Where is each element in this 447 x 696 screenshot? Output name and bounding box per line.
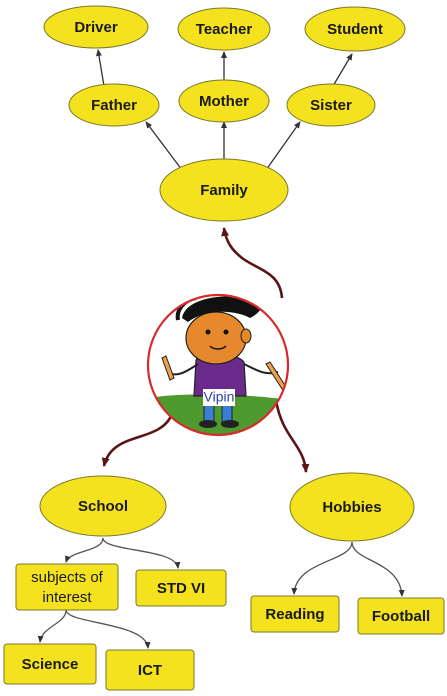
node-shape bbox=[135, 569, 227, 607]
node-shape bbox=[159, 158, 289, 222]
center-label: Vipin bbox=[204, 389, 235, 405]
node-label: Driver bbox=[74, 19, 118, 36]
node-shape bbox=[43, 5, 149, 49]
family-edges bbox=[96, 49, 353, 171]
edge-sister-student bbox=[332, 53, 353, 87]
center-node-ring bbox=[146, 293, 290, 437]
node-label: Mother bbox=[199, 93, 249, 110]
node-shape bbox=[178, 79, 270, 123]
edge-family-sister bbox=[265, 121, 301, 171]
node-label: Family bbox=[200, 182, 248, 199]
node-label: Science bbox=[22, 656, 79, 673]
center-label-box bbox=[203, 389, 235, 406]
node-shape bbox=[39, 475, 167, 537]
node-driver[interactable]: Driver bbox=[43, 5, 149, 49]
edge-school-std bbox=[102, 537, 181, 569]
node-label: Reading bbox=[265, 606, 324, 623]
node-student[interactable]: Student bbox=[304, 6, 406, 52]
node-label: School bbox=[78, 498, 128, 515]
branch-edges bbox=[37, 537, 405, 649]
node-label: Hobbies bbox=[322, 499, 381, 516]
center-edges bbox=[101, 227, 310, 473]
edge-center-school bbox=[101, 413, 174, 467]
node-shape bbox=[286, 83, 376, 127]
edge-family-father bbox=[145, 121, 183, 171]
node-teacher[interactable]: Teacher bbox=[177, 7, 271, 51]
node-shape bbox=[289, 472, 415, 542]
node-shape bbox=[15, 563, 119, 611]
edge-hobbies-reading bbox=[291, 541, 353, 595]
node-shape bbox=[3, 643, 97, 685]
node-label: Sister bbox=[310, 97, 352, 114]
node-label: Teacher bbox=[196, 21, 253, 38]
node-shape bbox=[105, 649, 195, 691]
node-shape bbox=[68, 83, 160, 127]
edge-school-subjects bbox=[65, 537, 104, 563]
node-shape bbox=[177, 7, 271, 51]
edge-subjects-ict bbox=[65, 609, 151, 649]
node-mother[interactable]: Mother bbox=[178, 79, 270, 123]
node-sister[interactable]: Sister bbox=[286, 83, 376, 127]
edge-hobbies-football bbox=[351, 541, 405, 597]
node-label: Football bbox=[372, 608, 430, 625]
node-std-vi[interactable]: STD VI bbox=[135, 569, 227, 607]
node-label: Father bbox=[91, 97, 137, 114]
edge-father-driver bbox=[96, 49, 105, 87]
node-label-line1: subjects of bbox=[31, 569, 104, 586]
node-hobbies[interactable]: Hobbies bbox=[289, 472, 415, 542]
node-label: Student bbox=[327, 21, 383, 38]
node-father[interactable]: Father bbox=[68, 83, 160, 127]
node-shape bbox=[250, 595, 340, 633]
node-label: ICT bbox=[138, 662, 162, 679]
node-shape bbox=[357, 597, 445, 635]
node-label: STD VI bbox=[157, 580, 205, 597]
node-subjects-of-interest[interactable]: subjects of interest bbox=[15, 563, 119, 611]
edge-center-hobbies bbox=[274, 399, 310, 473]
edge-subjects-science bbox=[37, 609, 67, 643]
node-football[interactable]: Football bbox=[357, 597, 445, 635]
node-reading[interactable]: Reading bbox=[250, 595, 340, 633]
node-family[interactable]: Family bbox=[159, 158, 289, 222]
node-shape bbox=[304, 6, 406, 52]
node-school[interactable]: School bbox=[39, 475, 167, 537]
node-science[interactable]: Science bbox=[3, 643, 97, 685]
node-label-line2: interest bbox=[42, 589, 92, 606]
node-ict[interactable]: ICT bbox=[105, 649, 195, 691]
edge-center-family bbox=[221, 227, 284, 299]
